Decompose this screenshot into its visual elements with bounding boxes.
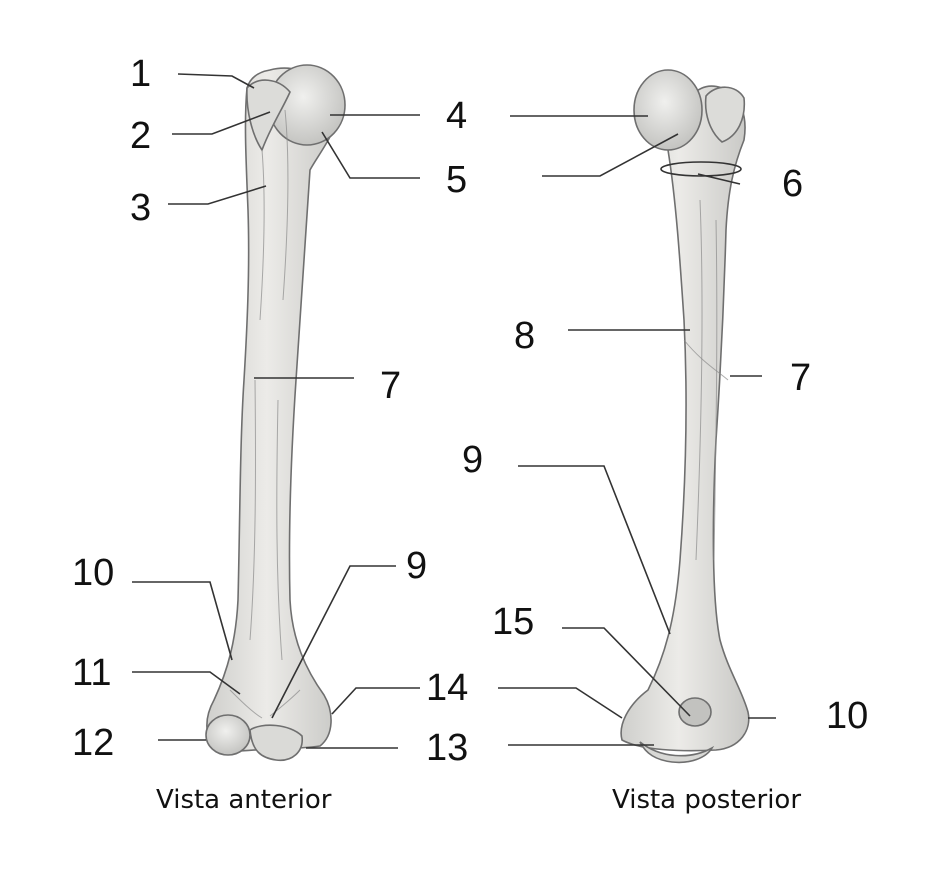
humeral-head-posterior xyxy=(633,69,703,151)
label-10: 10 xyxy=(72,552,114,594)
label-7-posterior: 7 xyxy=(790,357,811,399)
label-1: 1 xyxy=(130,53,151,95)
label-4: 4 xyxy=(446,95,467,137)
capitulum-anterior xyxy=(205,714,251,756)
label-6: 6 xyxy=(782,163,803,205)
label-9-posterior: 9 xyxy=(462,439,483,481)
leader-lines-anterior xyxy=(132,73,420,749)
label-3: 3 xyxy=(130,187,151,229)
label-5: 5 xyxy=(446,159,467,201)
label-15: 15 xyxy=(492,601,534,643)
label-10-posterior: 10 xyxy=(826,695,868,737)
olecranon-fossa xyxy=(678,697,712,727)
label-8: 8 xyxy=(514,315,535,357)
labels-anterior: 1 2 3 4 5 7 10 9 11 14 12 13 xyxy=(72,53,468,769)
label-13: 13 xyxy=(426,727,468,769)
caption-posterior: Vista posterior xyxy=(612,785,801,815)
humerus-anterior xyxy=(205,64,346,761)
humerus-posterior xyxy=(620,69,750,764)
labels-posterior: 6 8 7 9 15 10 xyxy=(462,163,868,737)
label-7: 7 xyxy=(380,365,401,407)
label-2: 2 xyxy=(130,115,151,157)
label-9: 9 xyxy=(406,545,427,587)
label-11: 11 xyxy=(72,652,111,694)
label-12: 12 xyxy=(72,722,114,764)
leader-lines-posterior xyxy=(498,115,776,746)
label-14: 14 xyxy=(426,667,468,709)
caption-anterior: Vista anterior xyxy=(156,785,332,815)
